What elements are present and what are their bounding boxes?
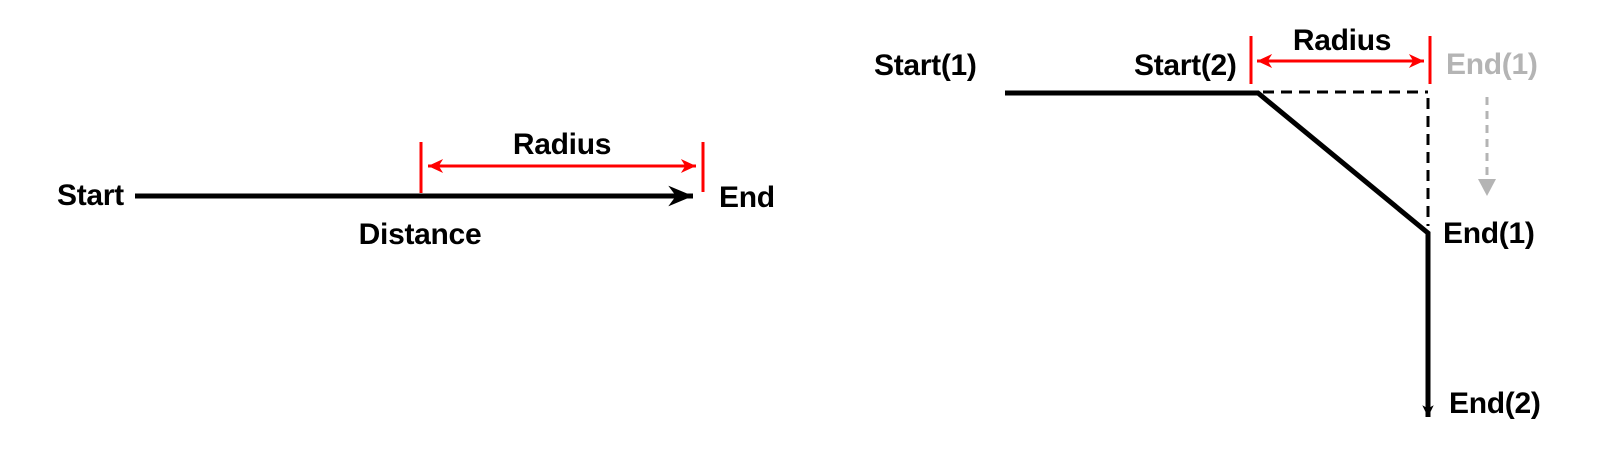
end1-ghost-label: End(1) xyxy=(1446,48,1538,81)
path-polyline-arrow xyxy=(1005,90,1434,417)
original-path-dashed xyxy=(1263,90,1430,226)
start2-label: Start(2) xyxy=(1134,49,1237,82)
end1-label: End(1) xyxy=(1443,217,1535,250)
radius-label: Radius xyxy=(512,128,612,161)
radius-label: Radius xyxy=(1292,24,1392,57)
left-diagram xyxy=(135,142,705,207)
end-label: End xyxy=(719,181,775,214)
start-label: Start xyxy=(57,179,124,212)
right-diagram xyxy=(1005,36,1496,417)
end2-label: End(2) xyxy=(1449,387,1541,420)
ghost-drop-arrowhead xyxy=(1478,179,1496,196)
start1-label: Start(1) xyxy=(874,49,977,82)
distance-label: Distance xyxy=(358,218,482,251)
